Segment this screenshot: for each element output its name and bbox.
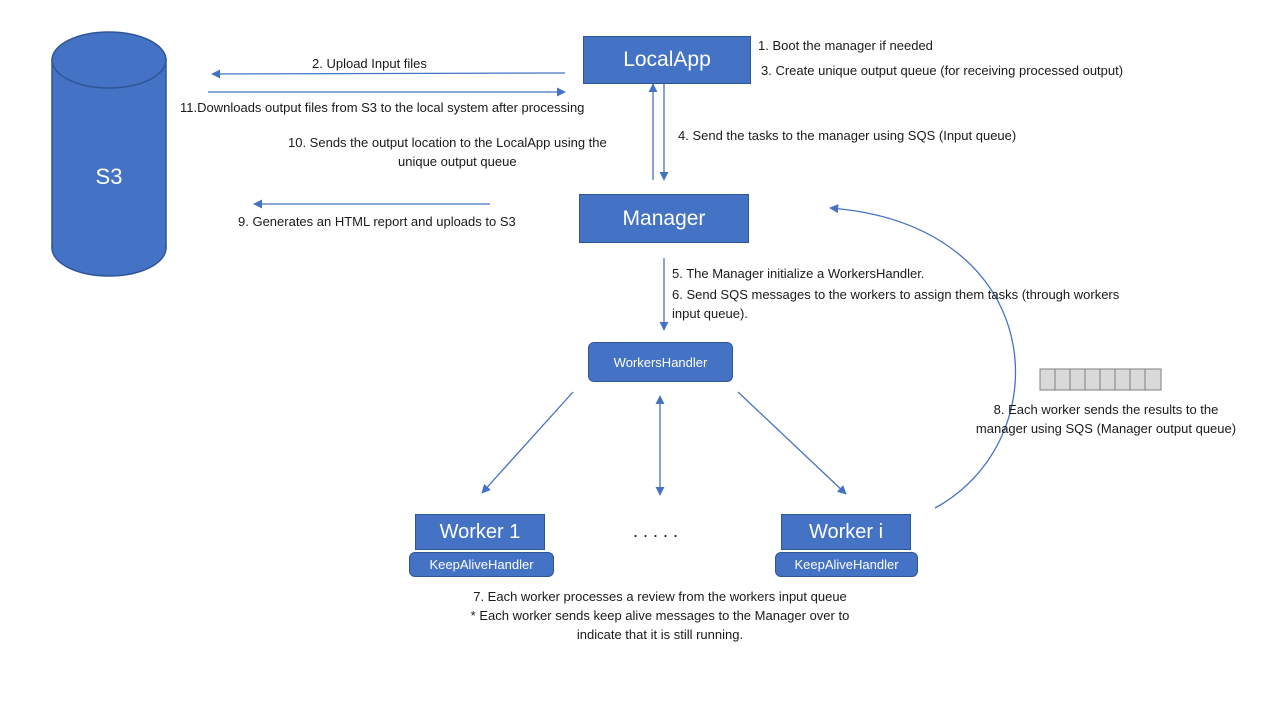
s3-label: S3 [95,164,123,189]
step-7-label-line2: * Each worker sends keep alive messages … [470,608,850,623]
manager-node: Manager [579,194,749,243]
s3-cylinder [51,31,167,277]
step-6-label-line1: 6. Send SQS messages to the workers to a… [672,287,1120,302]
step-4-label: 4. Send the tasks to the manager using S… [678,128,1017,143]
step-9-label: 9. Generates an HTML report and uploads … [238,214,516,229]
workers-ellipsis: . . . . . [633,521,679,541]
step-5-label: 5. The Manager initialize a WorkersHandl… [672,266,925,281]
manager-label: Manager [622,206,706,230]
worker-1-node: Worker 1 [415,514,545,550]
worker-1-label: Worker 1 [439,520,521,543]
arrow-upload-input [211,69,566,79]
localapp-label: LocalApp [623,48,711,71]
step-6-label-line2: input queue). [672,306,748,321]
keepalive-handler-1-node: KeepAliveHandler [409,552,554,577]
workers-handler-label: WorkersHandler [613,354,708,370]
sqs-queue-icon [1039,368,1162,391]
arrow-to-worker-1 [481,391,574,494]
step-7-label-line1: 7. Each worker processes a review from t… [473,589,847,604]
step-1-label: 1. Boot the manager if needed [758,38,933,53]
step-8-label-line2: manager using SQS (Manager output queue) [975,421,1237,436]
workers-handler-node: WorkersHandler [588,342,733,382]
step-11-label: 11.Downloads output files from S3 to the… [180,100,585,115]
worker-i-node: Worker i [781,514,911,550]
localapp-node: LocalApp [583,36,751,84]
step-10-label-line1: 10. Sends the output location to the Loc… [288,135,607,150]
worker-i-label: Worker i [808,520,884,543]
keepalive-handler-i-node: KeepAliveHandler [775,552,918,577]
arrow-to-worker-i [737,391,847,495]
step-8-label-line1: 8. Each worker sends the results to the [993,402,1219,417]
step-2-label: 2. Upload Input files [312,56,427,71]
step-7-label-line3: indicate that it is still running. [576,627,744,642]
keepalive-handler-i-label: KeepAliveHandler [794,557,899,572]
step-10-label-line2: unique output queue [398,154,517,169]
arrow-results-to-manager [829,204,1017,509]
keepalive-handler-1-label: KeepAliveHandler [429,557,534,572]
step-3-label: 3. Create unique output queue (for recei… [761,63,1124,78]
